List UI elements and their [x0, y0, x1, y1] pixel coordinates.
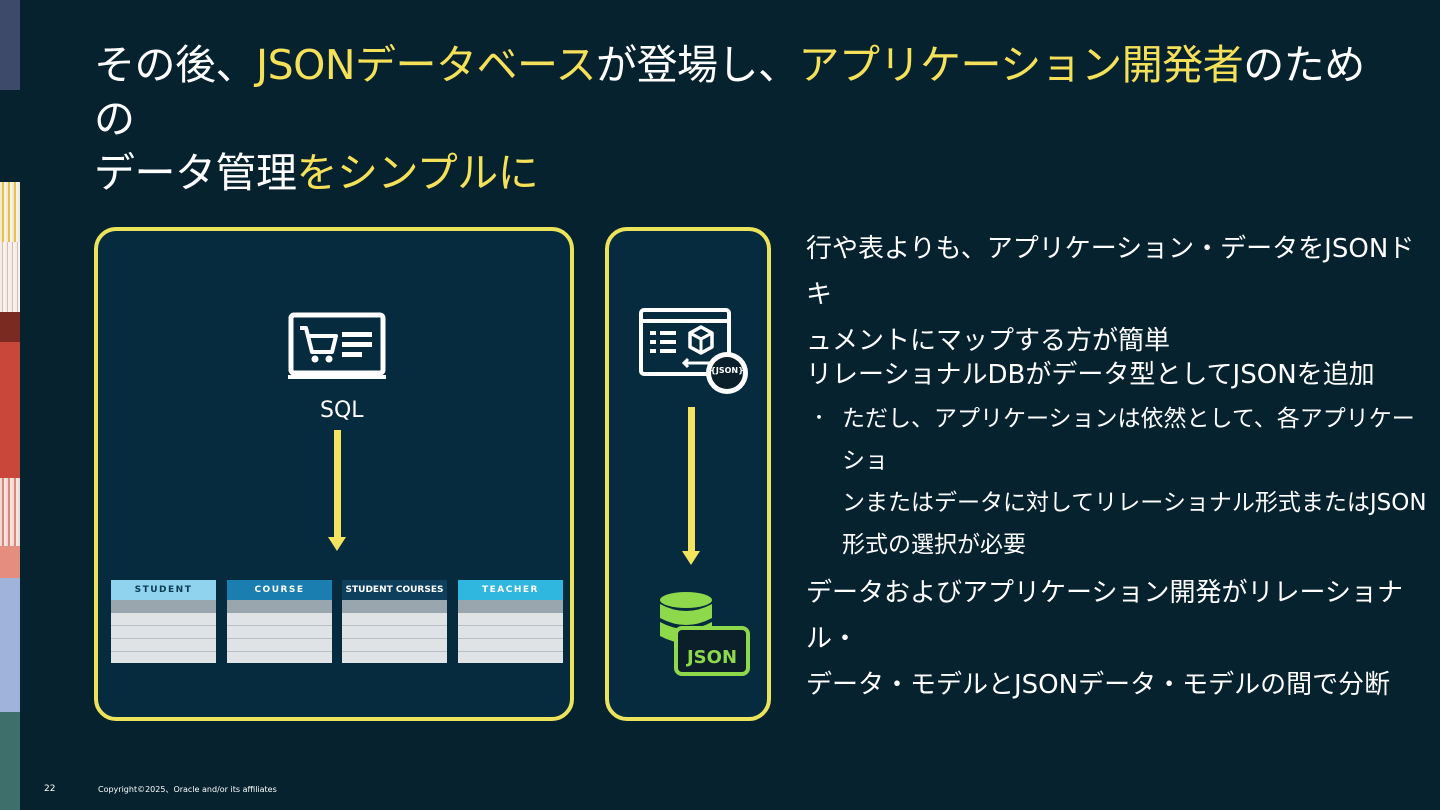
json-badge-label: {JSON}	[710, 366, 744, 375]
table-rows	[342, 613, 447, 663]
decorative-side-strip	[0, 0, 20, 810]
table-header: COURSE	[227, 580, 332, 600]
page-number: 22	[44, 784, 56, 794]
point-1: 行や表よりも、アプリケーション・データをJSONドキ ュメントにマップする方が簡…	[806, 226, 1440, 364]
table-column-header	[227, 600, 332, 613]
table-column-header	[458, 600, 563, 613]
subbullet-line: ンまたはデータに対してリレーショナル形式またはJSON	[842, 490, 1427, 516]
arrow-down-icon	[328, 537, 346, 551]
point-3-line: データおよびアプリケーション開発がリレーショナル・	[806, 578, 1403, 654]
title-text: データ管理	[94, 149, 297, 197]
arrow-shaft	[688, 407, 695, 552]
arrow-shaft	[334, 430, 341, 538]
application-document-icon	[639, 308, 748, 394]
point-3: データおよびアプリケーション開発がリレーショナル・ データ・モデルとJSONデー…	[806, 570, 1440, 708]
arrow-down-icon	[682, 551, 700, 565]
point-1-line: 行や表よりも、アプリケーション・データをJSONドキ	[806, 234, 1415, 310]
title-highlight: をシンプルに	[296, 149, 539, 197]
table-rows	[458, 613, 563, 663]
table-rows	[111, 613, 216, 663]
json-database-icon	[660, 592, 750, 676]
json-database-label: JSON	[686, 647, 738, 668]
sql-label: SQL	[320, 398, 364, 423]
point-2: リレーショナルDBがデータ型としてJSONを追加	[806, 360, 1375, 390]
table-header: STUDENT COURSES	[342, 580, 447, 600]
table-header: TEACHER	[458, 580, 563, 600]
table-student: STUDENT	[111, 580, 216, 663]
point-3-line: データ・モデルとJSONデータ・モデルの間で分断	[806, 670, 1391, 700]
point-2-subbullet: ただし、アプリケーションは依然として、各アプリケーショ ンまたはデータに対してリ…	[842, 398, 1432, 566]
point-1-line: ュメントにマップする方が簡単	[806, 326, 1171, 356]
bullet-marker: ・	[810, 408, 828, 429]
title-highlight: JSONデータベース	[256, 41, 597, 89]
title-highlight: アプリケーション開発者	[798, 41, 1244, 89]
title-text: のための	[94, 41, 1365, 143]
shopping-cart-monitor-icon	[288, 312, 386, 379]
slide-title: その後、JSONデータベースが登場し、アプリケーション開発者のための データ管理…	[94, 38, 1394, 200]
title-text: その後、	[94, 41, 257, 89]
table-column-header	[111, 600, 216, 613]
copyright: Copyright©2025、Oracle and/or its affilia…	[98, 785, 277, 794]
table-student-courses: STUDENT COURSES	[342, 580, 447, 663]
table-header: STUDENT	[111, 580, 216, 600]
table-course: COURSE	[227, 580, 332, 663]
table-column-header	[342, 600, 447, 613]
table-teacher: TEACHER	[458, 580, 563, 663]
subbullet-line: ただし、アプリケーションは依然として、各アプリケーショ	[842, 406, 1415, 474]
subbullet-line: 形式の選択が必要	[842, 532, 1026, 558]
title-text: が登場し、	[596, 41, 799, 89]
table-rows	[227, 613, 332, 663]
